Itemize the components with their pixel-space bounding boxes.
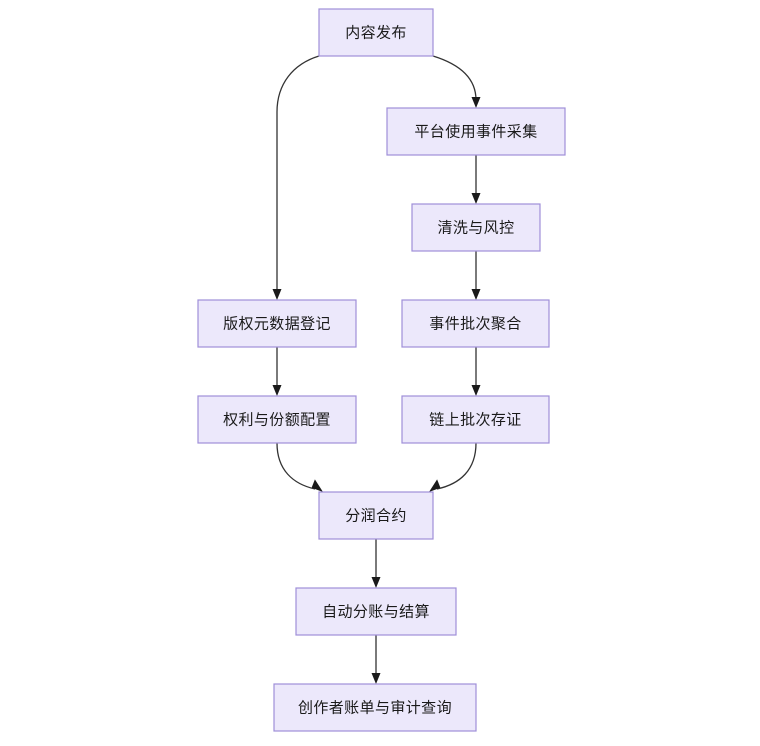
edge-rights-to-contract xyxy=(276,442,323,492)
edge-usage-to-clean xyxy=(471,155,481,204)
node-auto-split-settlement[interactable]: 自动分账与结算 xyxy=(295,587,457,636)
node-copyright-metadata-registration-box[interactable] xyxy=(197,299,357,348)
node-revenue-sharing-contract-box[interactable] xyxy=(318,491,434,540)
node-onchain-batch-attestation[interactable]: 链上批次存证 xyxy=(401,395,550,444)
node-usage-event-collection-label: 平台使用事件采集 xyxy=(414,123,537,140)
edge-clean-to-batch xyxy=(471,251,481,300)
edge-layer xyxy=(272,55,481,684)
node-event-batch-aggregation[interactable]: 事件批次聚合 xyxy=(401,299,550,348)
node-onchain-batch-attestation-box[interactable] xyxy=(401,395,550,444)
node-content-publish-box[interactable] xyxy=(318,8,434,57)
edge-copyright-to-rights xyxy=(272,347,282,396)
node-event-batch-aggregation-box[interactable] xyxy=(401,299,550,348)
node-cleaning-risk-control-label: 清洗与风控 xyxy=(437,219,514,236)
node-copyright-metadata-registration[interactable]: 版权元数据登记 xyxy=(197,299,357,348)
node-rights-share-config[interactable]: 权利与份额配置 xyxy=(197,395,357,444)
node-cleaning-risk-control-box[interactable] xyxy=(411,203,541,252)
edge-content-to-copyright xyxy=(272,55,320,300)
node-rights-share-config-label: 权利与份额配置 xyxy=(223,411,331,428)
node-usage-event-collection[interactable]: 平台使用事件采集 xyxy=(386,107,566,156)
node-creator-statement-audit[interactable]: 创作者账单与审计查询 xyxy=(273,683,477,732)
node-event-batch-aggregation-label: 事件批次聚合 xyxy=(429,315,521,332)
node-usage-event-collection-box[interactable] xyxy=(386,107,566,156)
node-layer: 内容发布 平台使用事件采集 清洗与风控 版权元数据登记 事件批次聚合 权利与份额 xyxy=(197,8,566,732)
node-revenue-sharing-contract[interactable]: 分润合约 xyxy=(318,491,434,540)
node-revenue-sharing-contract-label: 分润合约 xyxy=(345,507,407,524)
node-copyright-metadata-registration-label: 版权元数据登记 xyxy=(223,315,331,332)
edge-chain-to-contract xyxy=(429,442,477,492)
node-creator-statement-audit-box[interactable] xyxy=(273,683,477,732)
edge-settlement-to-statement xyxy=(371,635,381,684)
node-auto-split-settlement-label: 自动分账与结算 xyxy=(322,602,430,620)
node-creator-statement-audit-label: 创作者账单与审计查询 xyxy=(298,699,452,716)
edge-content-to-usage xyxy=(432,55,481,108)
node-onchain-batch-attestation-label: 链上批次存证 xyxy=(429,411,521,428)
node-auto-split-settlement-box[interactable] xyxy=(295,587,457,636)
node-content-publish[interactable]: 内容发布 xyxy=(318,8,434,57)
node-rights-share-config-box[interactable] xyxy=(197,395,357,444)
edge-batch-to-chain xyxy=(471,347,481,396)
node-content-publish-label: 内容发布 xyxy=(345,24,407,41)
edge-contract-to-settlement xyxy=(371,539,381,588)
node-cleaning-risk-control[interactable]: 清洗与风控 xyxy=(411,203,541,252)
